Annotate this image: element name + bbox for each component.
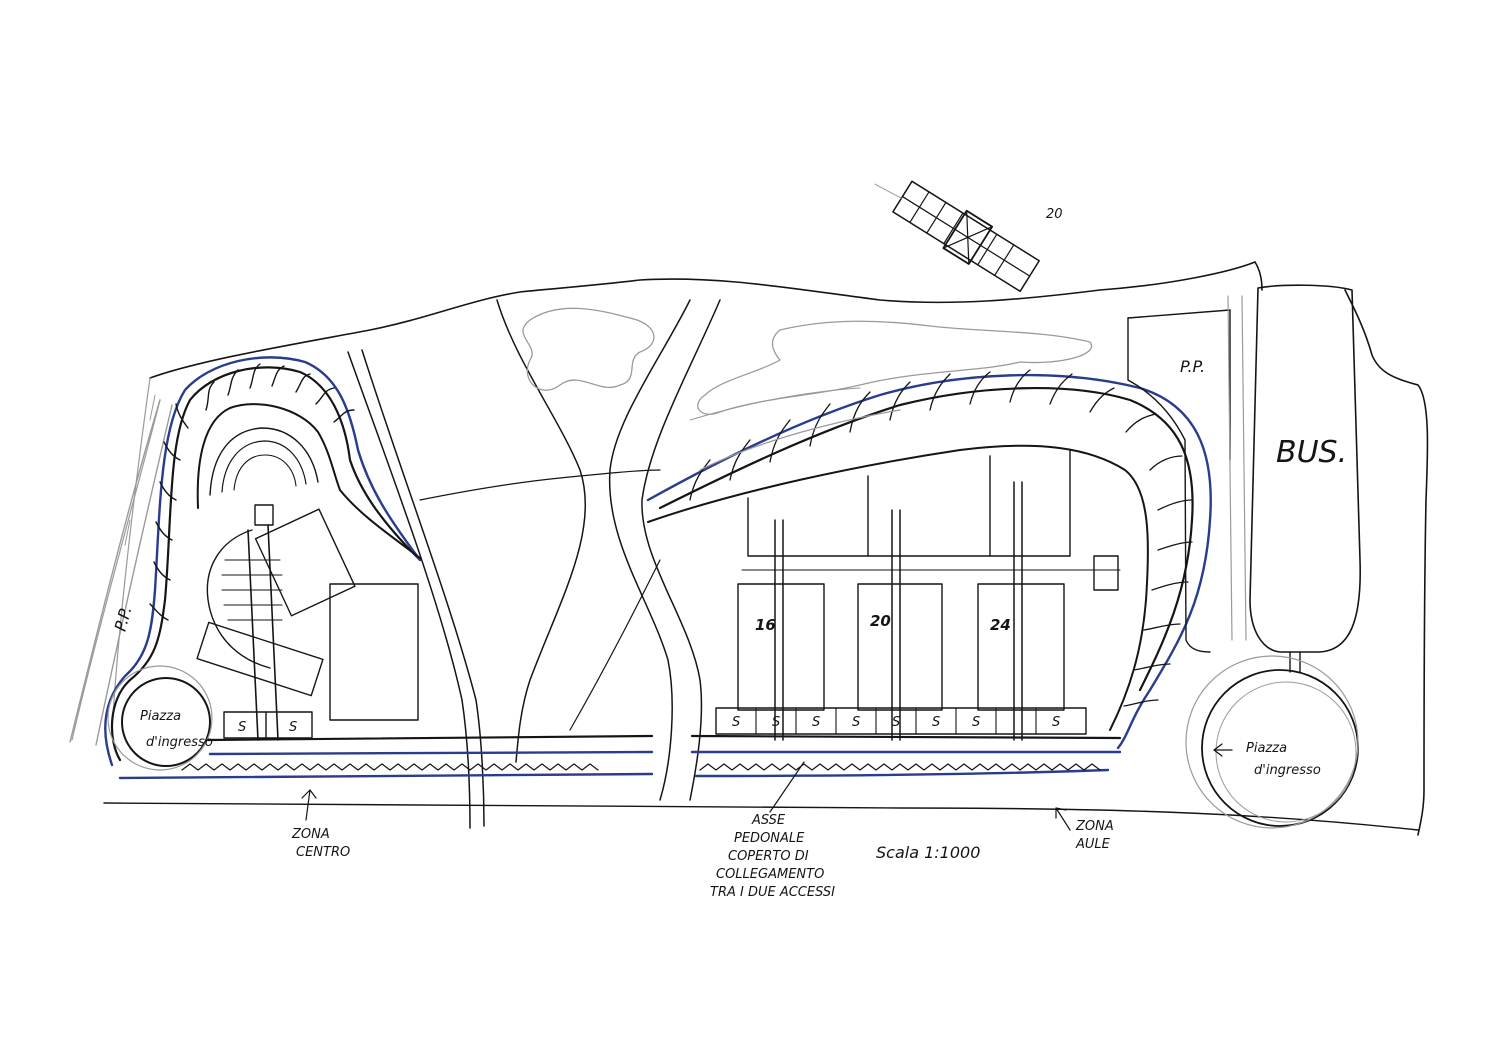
s-mark: S: [732, 715, 740, 730]
s-mark: S: [932, 715, 940, 730]
block-16-label: 16: [755, 616, 776, 634]
left-complex: S S: [104, 356, 422, 767]
asse-label: COPERTO DI: [728, 849, 809, 864]
piazza-right-label: d'ingresso: [1254, 763, 1321, 778]
road-curves: [347, 299, 721, 829]
s-mark: S: [1052, 715, 1060, 730]
parking-left: [69, 394, 173, 746]
compass-sketch: [874, 180, 1040, 293]
block-24-label: 24: [990, 616, 1011, 634]
block-20-label: 20: [870, 612, 891, 630]
green-areas: [522, 307, 1093, 421]
scale-label: Scala 1:1000: [876, 843, 980, 862]
sheet-number: 20: [1046, 207, 1063, 222]
s-mark: S: [238, 720, 246, 735]
s-mark: S: [852, 715, 860, 730]
zona-centro-label: CENTRO: [296, 845, 350, 860]
zona-aule-label: AULE: [1075, 837, 1111, 852]
pp-right-label: P.P.: [1180, 357, 1205, 376]
bus-label: BUS.: [1276, 435, 1347, 470]
asse-label: TRA I DUE ACCESSI: [710, 885, 835, 900]
annotations: ZONA CENTRO ZONA AULE ASSE PEDONALE COPE…: [111, 604, 1114, 900]
piazza-left: Piazza d'ingresso: [107, 665, 213, 771]
site-boundary: [71, 261, 1429, 836]
asse-label: COLLEGAMENTO: [716, 867, 824, 882]
pedestrian-axis: [118, 734, 1122, 780]
bus-bay: BUS.: [1249, 284, 1362, 673]
piazza-left-label: Piazza: [140, 709, 181, 724]
zona-aule-label: ZONA: [1075, 819, 1114, 834]
s-mark: S: [972, 715, 980, 730]
piazza-left-label: d'ingresso: [146, 735, 213, 750]
piazza-right: Piazza d'ingresso: [1185, 655, 1359, 829]
s-mark: S: [289, 720, 297, 735]
piazza-right-label: Piazza: [1246, 741, 1287, 756]
s-mark: S: [892, 715, 900, 730]
s-mark: S: [812, 715, 820, 730]
s-mark: S: [772, 715, 780, 730]
pp-left-label: P.P.: [111, 604, 136, 633]
zona-centro-label: ZONA: [291, 827, 330, 842]
asse-label: ASSE: [751, 813, 786, 828]
asse-label: PEDONALE: [734, 831, 805, 846]
parking-right: P.P.: [1127, 295, 1247, 653]
right-complex: 16 20 24 S S S S S S S S: [646, 369, 1212, 750]
